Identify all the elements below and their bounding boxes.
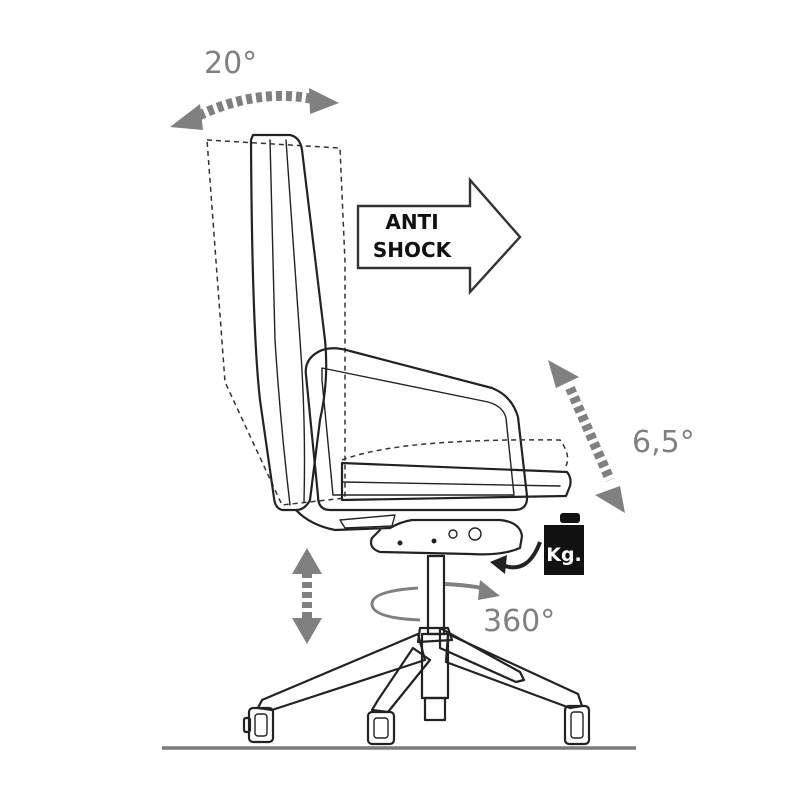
tilt-mechanism [294, 508, 524, 556]
height-adjust-arrow-icon [292, 548, 322, 644]
seat [340, 439, 572, 502]
weight-label: Kg. [546, 544, 582, 566]
caster-left [242, 706, 275, 744]
seat-tilt-arrow-icon [548, 360, 625, 513]
armrest [304, 347, 529, 512]
anti-shock-arrow-icon [356, 176, 522, 296]
backrest-tilt-label: 20° [204, 46, 257, 81]
backrest-tilt-arrow-icon [170, 88, 339, 130]
weight-kg-icon: Kg. [544, 513, 584, 575]
anti-shock-label-line1: ANTI [385, 210, 438, 234]
seat-tilt-label: 6,5° [632, 425, 695, 460]
caster-right [563, 704, 591, 746]
swivel-arrow-icon [370, 580, 500, 622]
gas-lift [420, 554, 450, 722]
anti-shock-label-line2: SHOCK [373, 238, 453, 262]
backrest [206, 133, 346, 512]
swivel-label: 360° [483, 604, 555, 639]
weight-tension-arrow-icon [490, 541, 542, 574]
caster-middle [366, 710, 396, 746]
